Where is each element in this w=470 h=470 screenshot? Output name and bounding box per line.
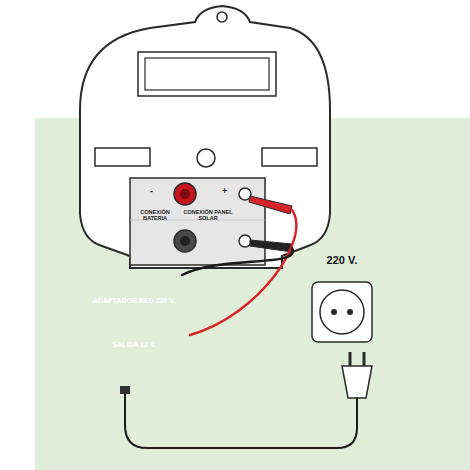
node-text: 220 V.: [300, 254, 384, 267]
adapter-box: ADAPTADOR RED 220 V. SALIDA 12 V.: [78, 275, 190, 387]
node-text: CONEXIÓN BATERIA: [132, 209, 178, 222]
terminal-ring: [239, 235, 251, 247]
cable: [125, 394, 357, 448]
indicator: [95, 148, 150, 166]
outlet-hole: [347, 309, 353, 315]
node-text: CONEXIÓN PANEL SOLAR: [182, 209, 234, 222]
cable: [182, 210, 296, 335]
knob-center: [180, 236, 190, 246]
wall-outlet: [312, 282, 372, 342]
knob-center: [180, 189, 190, 199]
window-inner: [145, 58, 269, 90]
black-clip: [250, 240, 292, 252]
wire: [125, 394, 357, 448]
wire: [182, 248, 293, 275]
plug-prong: [349, 352, 352, 366]
node-text: SALIDA 12 V.: [86, 341, 182, 349]
node-text: ADAPTADOR RED 220 V.: [86, 297, 182, 305]
outlet-hole: [331, 309, 337, 315]
red-clip: [249, 196, 292, 214]
terminal-panel: [130, 178, 265, 265]
window: [138, 52, 276, 96]
energizer-housing: [80, 6, 330, 268]
black-knob: [174, 230, 196, 252]
polarity-sign: -: [150, 186, 153, 196]
wire: [190, 210, 296, 335]
hanging-hole: [217, 12, 227, 22]
polarity-sign: +: [222, 186, 227, 196]
plug-prong: [363, 352, 366, 366]
plug-body: [342, 366, 372, 398]
outlet-face: [320, 290, 364, 334]
indicator: [262, 148, 317, 166]
outlet-box: 220 V.: [300, 252, 384, 348]
cable-stub: [120, 386, 130, 394]
red-knob: [174, 183, 196, 205]
led: [197, 149, 215, 167]
